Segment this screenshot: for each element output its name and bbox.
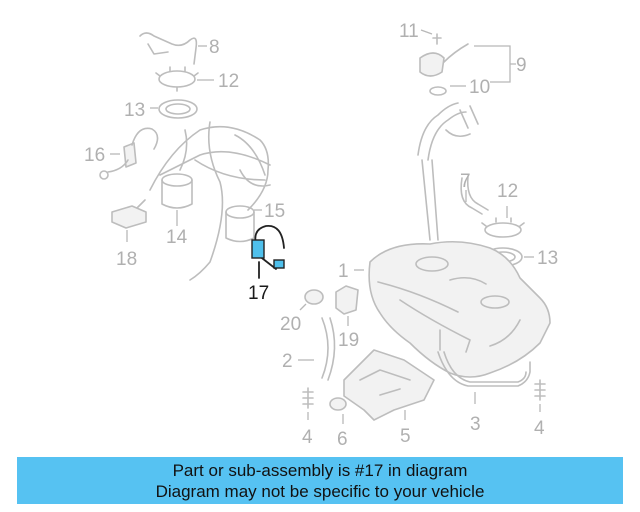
part-17-body xyxy=(251,239,265,259)
part-5-shape xyxy=(343,349,435,421)
part-4-left-shape xyxy=(302,387,314,409)
part-3-shape xyxy=(437,351,531,387)
callout-19: 19 xyxy=(338,330,359,351)
callout-16: 16 xyxy=(84,145,105,166)
part-8-shape xyxy=(139,32,198,65)
part-4-right-shape xyxy=(534,379,546,401)
part-12-left-shape xyxy=(158,70,196,88)
part-1-tank xyxy=(368,240,551,378)
part-16-arm xyxy=(107,127,159,173)
part-15-top xyxy=(225,205,255,219)
part-14-body xyxy=(161,179,193,209)
part-19-shape xyxy=(335,285,359,315)
callout-12-right: 12 xyxy=(497,181,518,202)
part-2-shape xyxy=(321,317,336,381)
part-17-connector xyxy=(273,259,285,269)
callout-3: 3 xyxy=(470,414,481,435)
part-20-shape xyxy=(304,289,324,305)
part-6-shape xyxy=(329,397,347,411)
info-banner: Part or sub-assembly is #17 in diagram D… xyxy=(17,457,623,504)
callout-20: 20 xyxy=(280,314,301,335)
callout-9: 9 xyxy=(516,55,527,76)
callout-15: 15 xyxy=(264,201,285,222)
part-13-left-shape xyxy=(158,99,198,119)
part-16-float xyxy=(99,170,109,180)
callout-14: 14 xyxy=(166,227,188,248)
part-18-shape xyxy=(111,205,147,229)
callout-10: 10 xyxy=(469,77,490,98)
part-13-left-inner xyxy=(165,103,191,115)
callout-12-left: 12 xyxy=(218,71,239,92)
callout-4-left: 4 xyxy=(302,427,313,448)
part-12-right-teeth xyxy=(481,217,525,227)
callout-18: 18 xyxy=(116,249,137,270)
callout-13-right: 13 xyxy=(537,248,558,269)
part-12-right-shape xyxy=(484,222,522,238)
part-15-body xyxy=(225,211,255,243)
callout-9-bracket xyxy=(474,45,516,83)
part-7-shape xyxy=(460,175,489,215)
callout-20-leader xyxy=(299,303,307,311)
part-1-port-b xyxy=(480,295,510,309)
callout-5: 5 xyxy=(400,426,411,447)
filler-neck xyxy=(417,102,479,241)
callout-17: 17 xyxy=(248,283,269,304)
banner-line-disclaimer: Diagram may not be specific to your vehi… xyxy=(155,482,485,501)
callout-4-right: 4 xyxy=(534,418,545,439)
part-14-top xyxy=(161,173,193,187)
part-9-strap xyxy=(443,43,469,63)
callout-1: 1 xyxy=(338,261,349,282)
callout-8: 8 xyxy=(209,37,220,58)
part-11-shape xyxy=(432,33,442,45)
part-9-cap xyxy=(419,52,445,77)
callout-11-leader xyxy=(420,29,433,35)
callout-6: 6 xyxy=(337,429,348,450)
pump-assembly-lines xyxy=(136,121,271,281)
part-10-shape xyxy=(429,86,447,96)
part-1-contours xyxy=(377,276,521,353)
part-5-details xyxy=(359,369,411,396)
callout-2: 2 xyxy=(282,351,293,372)
banner-line-part: Part or sub-assembly is #17 in diagram xyxy=(172,461,468,480)
part-1-port-a xyxy=(415,256,449,272)
callout-13-left: 13 xyxy=(124,100,145,121)
part-12-left-teeth xyxy=(155,66,199,92)
parts-diagram: 8 12 13 16 14 15 18 17 20 19 2 4 xyxy=(84,21,558,450)
callout-11: 11 xyxy=(399,21,419,42)
callout-7: 7 xyxy=(460,171,471,192)
